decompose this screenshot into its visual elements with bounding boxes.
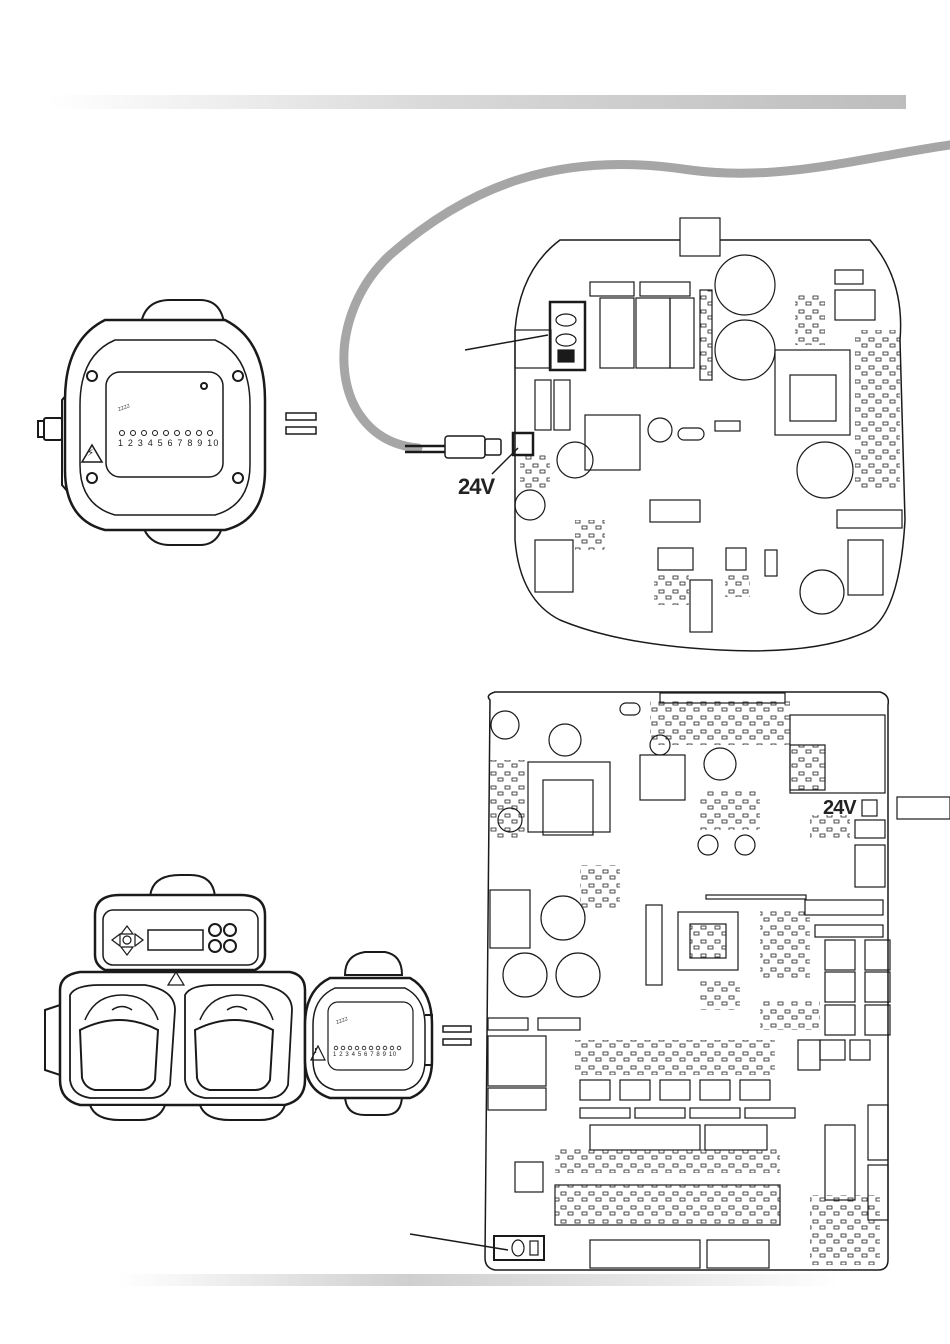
- channel-numbers-bottom: 1 2 3 4 5 6 7 8 9 10: [333, 1052, 397, 1058]
- lightning-warning-icon: ⚡: [87, 448, 94, 459]
- equals-sign-icon: [286, 413, 316, 434]
- pcb-top: [513, 218, 905, 651]
- voltage-label-top: 24V: [458, 474, 494, 500]
- warning-icon: !: [314, 1047, 317, 1055]
- channel-numbers-top: 1 2 3 4 5 6 7 8 9 10: [118, 438, 220, 448]
- voltage-label-bottom: 24V: [823, 797, 856, 820]
- pcb-bottom: [485, 692, 950, 1270]
- equals-sign-icon-bottom: [443, 1026, 471, 1045]
- device-bottom: [45, 875, 432, 1120]
- device-top: [38, 300, 265, 545]
- cable-connector: [445, 436, 485, 458]
- pointer-line-top: [465, 335, 548, 350]
